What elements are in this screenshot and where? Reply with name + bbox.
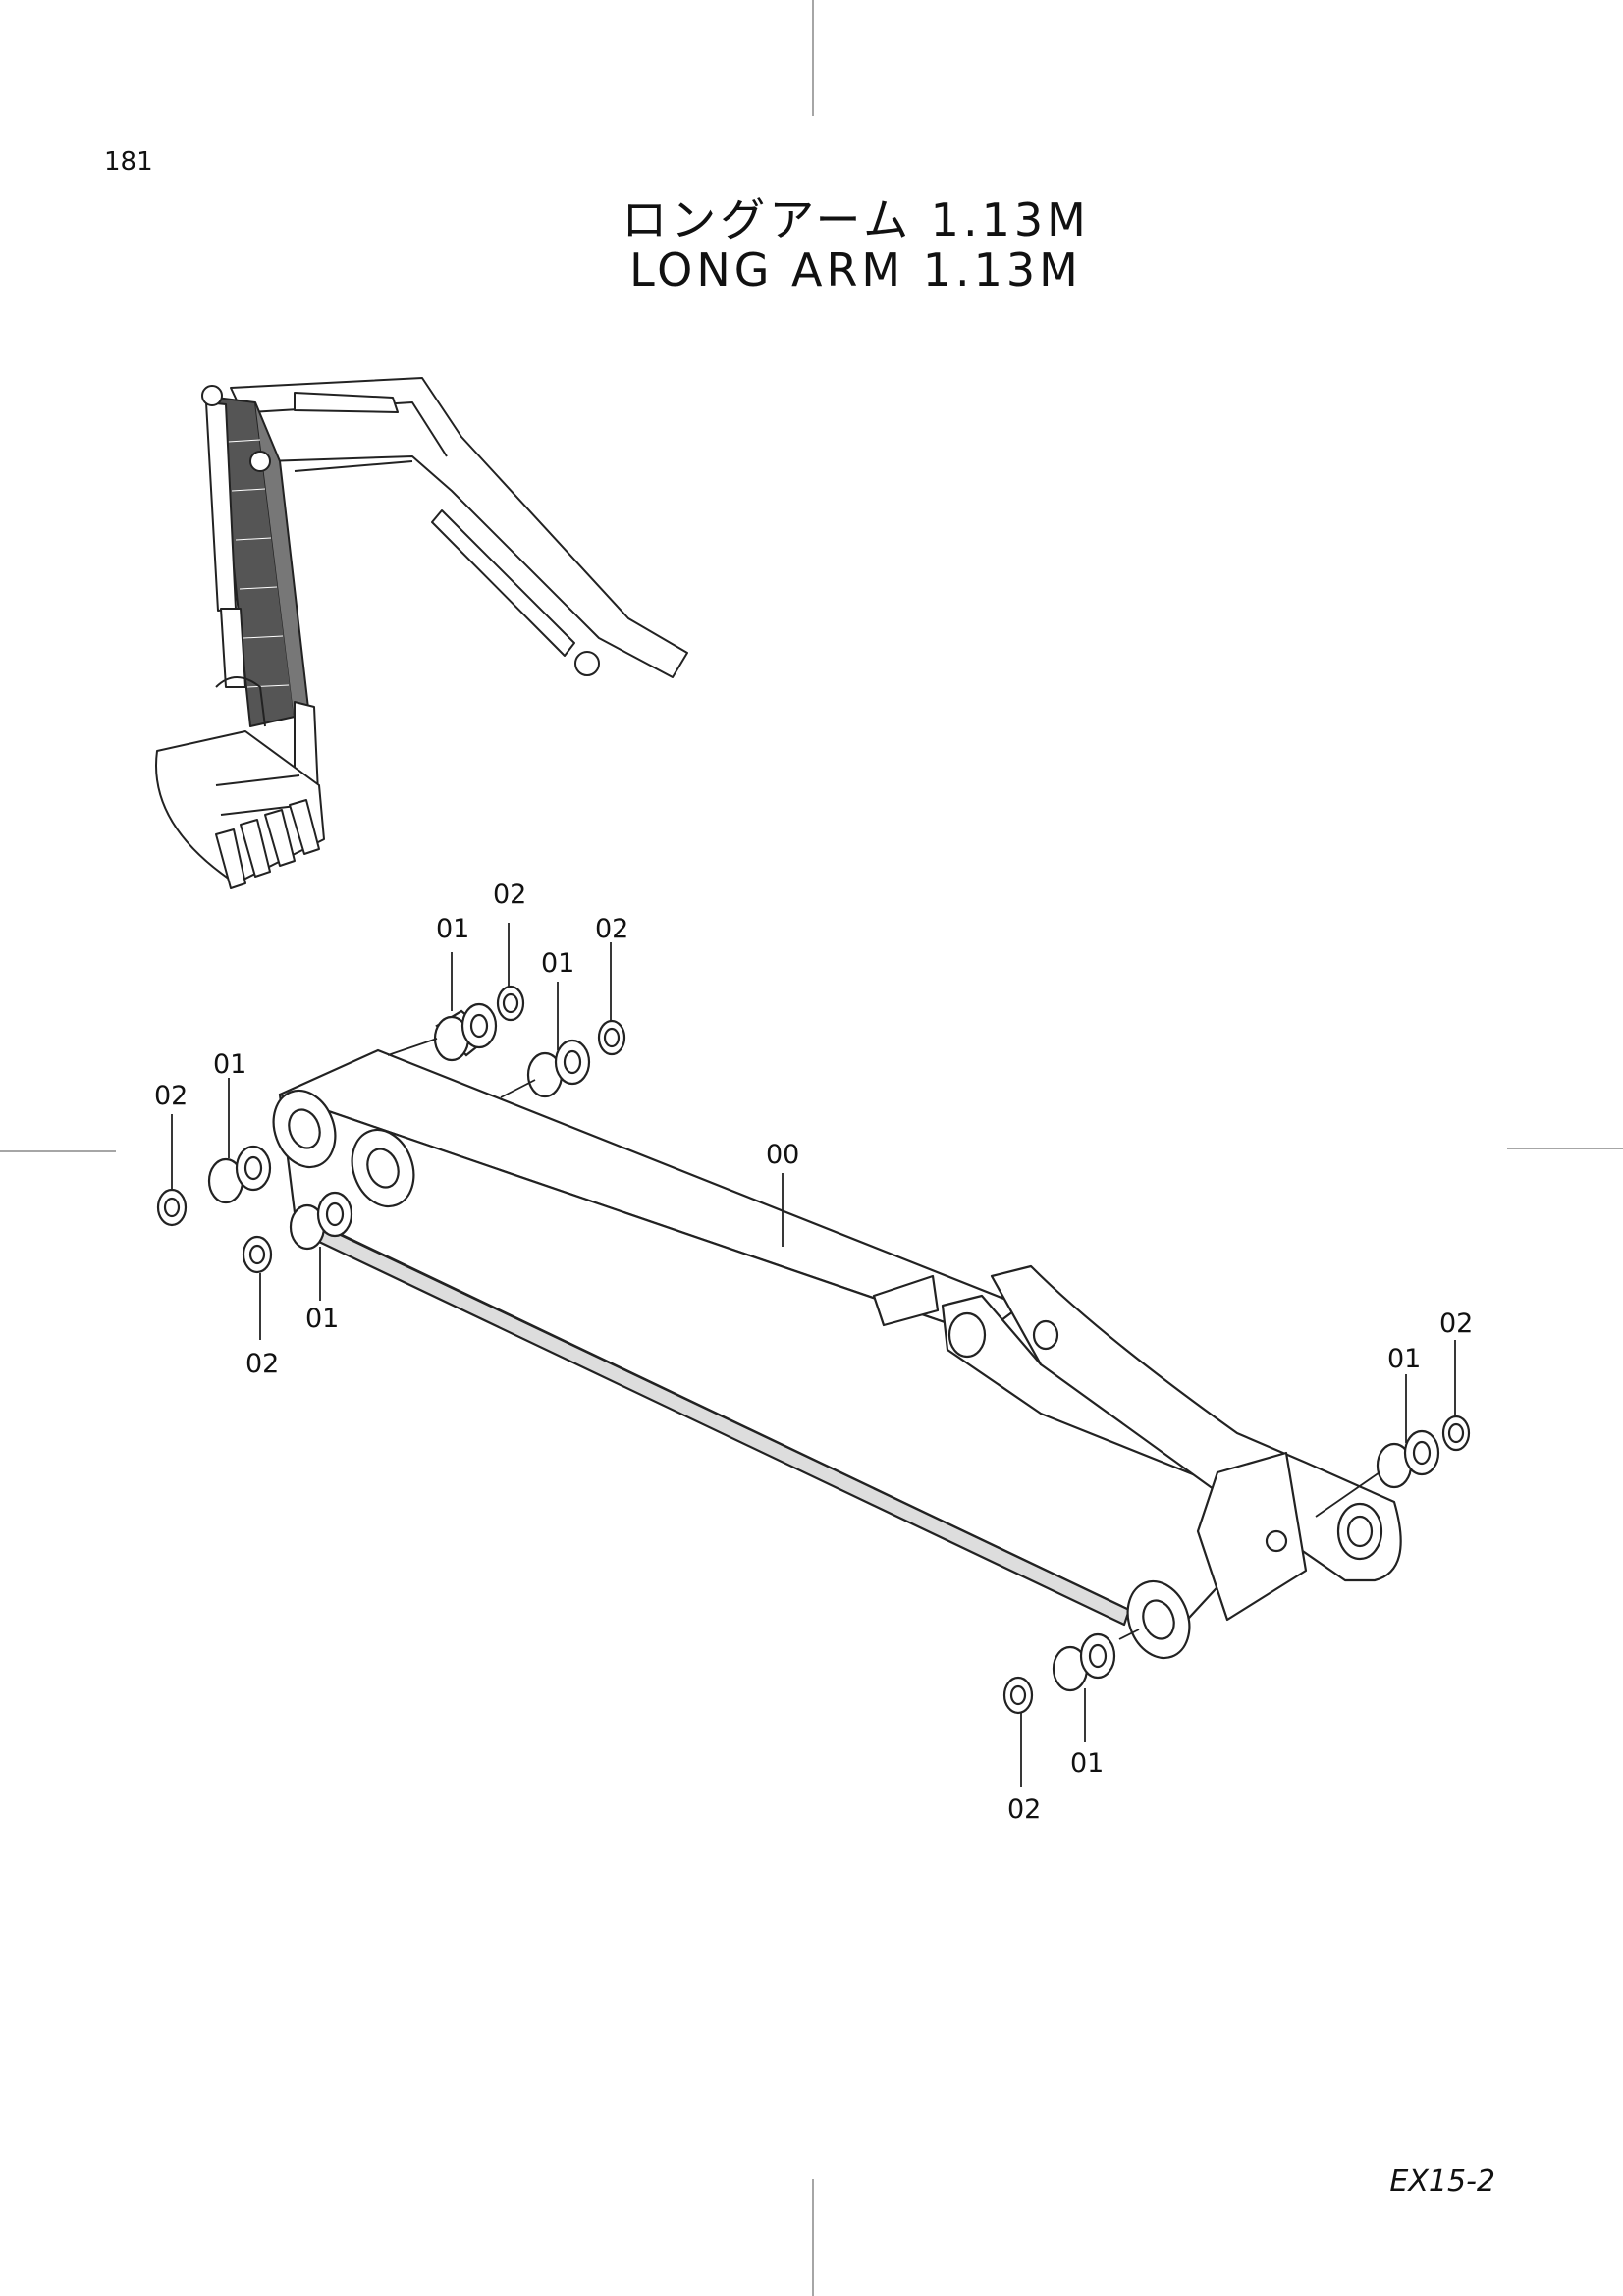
shim-part-02 xyxy=(496,985,525,1022)
bushing-part-01 xyxy=(1376,1429,1440,1489)
leader-lines xyxy=(171,923,1456,1787)
document-code: EX15-2 xyxy=(1389,2164,1495,2199)
callout-02: 02 xyxy=(245,1349,279,1379)
callout-01: 01 xyxy=(541,948,574,979)
callout-01: 01 xyxy=(305,1304,339,1334)
excavator-overview-illustration xyxy=(155,377,688,889)
bushing-part-01 xyxy=(289,1191,353,1251)
page-number: 181 xyxy=(104,147,153,177)
callout-02: 02 xyxy=(595,914,628,944)
callout-02: 02 xyxy=(1439,1308,1473,1339)
bushing-part-01 xyxy=(433,1002,498,1062)
long-arm-part-00 xyxy=(272,1048,1402,1660)
bushing-part-01 xyxy=(207,1145,272,1204)
assembly-lines xyxy=(387,1038,1380,1640)
shim-part-02 xyxy=(1002,1676,1034,1715)
callout-01: 01 xyxy=(213,1049,246,1080)
callout-02: 02 xyxy=(493,880,526,910)
shim-part-02 xyxy=(242,1235,273,1274)
bushing-part-01 xyxy=(1052,1632,1116,1692)
page-title-english: LONG ARM 1.13M xyxy=(629,243,1082,296)
shim-part-02 xyxy=(156,1188,188,1227)
callout-01: 01 xyxy=(436,914,469,944)
callout-02: 02 xyxy=(154,1081,188,1111)
callout-01: 01 xyxy=(1070,1748,1104,1779)
shim-part-02 xyxy=(1441,1415,1471,1452)
bushing-part-01 xyxy=(526,1039,591,1098)
shim-part-02 xyxy=(597,1019,626,1056)
bushings-and-shims xyxy=(156,985,1471,1715)
callout-01: 01 xyxy=(1387,1344,1421,1374)
page-title-japanese: ロングアーム 1.13M xyxy=(622,193,1090,246)
callout-02: 02 xyxy=(1007,1794,1041,1825)
callout-00: 00 xyxy=(766,1140,799,1170)
callout-labels: 01 02 01 02 01 02 01 02 00 01 02 01 02 xyxy=(154,880,1473,1825)
